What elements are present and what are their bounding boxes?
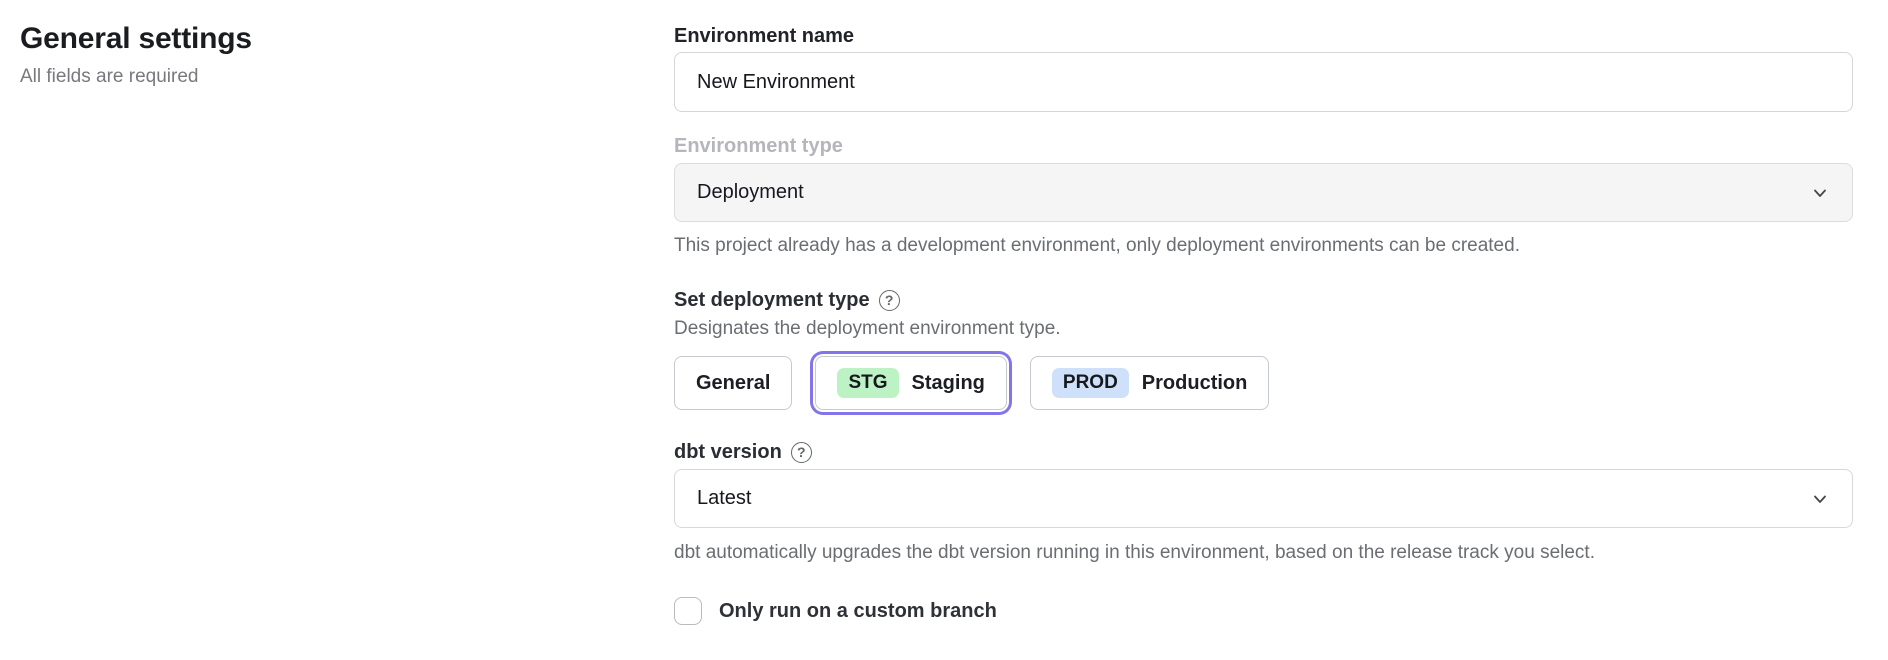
deployment-type-general-button[interactable]: General	[674, 356, 793, 410]
dbt-version-heading: dbt version	[674, 440, 782, 463]
chevron-down-icon	[1814, 189, 1826, 197]
deployment-type-heading: Set deployment type	[674, 288, 870, 311]
dbt-version-heading-row: dbt version ?	[674, 440, 1853, 464]
help-icon[interactable]: ?	[790, 441, 812, 463]
environment-name-input[interactable]	[674, 52, 1853, 112]
chevron-down-icon	[1814, 495, 1826, 503]
custom-branch-checkbox[interactable]	[674, 597, 702, 625]
environment-type-value: Deployment	[697, 181, 804, 203]
environment-type-helper: This project already has a development e…	[674, 235, 1520, 256]
page-title: General settings	[20, 22, 252, 55]
environment-name-label: Environment name	[674, 25, 855, 47]
deployment-type-production-label: Production	[1141, 371, 1248, 394]
deployment-type-general-label: General	[696, 371, 771, 394]
dbt-version-select[interactable]: Latest	[674, 469, 1853, 528]
custom-branch-row: Only run on a custom branch	[674, 597, 1853, 625]
settings-intro: General settings All fields are required	[20, 22, 540, 88]
dbt-version-value: Latest	[697, 487, 752, 509]
deployment-type-staging-label: Staging	[911, 371, 985, 394]
deployment-type-heading-row: Set deployment type ?	[674, 288, 1853, 312]
help-icon[interactable]: ?	[878, 289, 900, 311]
deployment-type-description: Designates the deployment environment ty…	[674, 318, 1061, 339]
deployment-type-options: General STG Staging PROD Production	[674, 356, 1853, 410]
custom-branch-label[interactable]: Only run on a custom branch	[719, 599, 997, 622]
environment-type-label: Environment type	[674, 135, 843, 157]
page-subtitle: All fields are required	[20, 66, 199, 87]
deployment-type-staging-button[interactable]: STG Staging	[815, 356, 1007, 410]
production-badge: PROD	[1051, 368, 1129, 398]
dbt-version-helper: dbt automatically upgrades the dbt versi…	[674, 542, 1595, 563]
settings-form: Environment name Environment type Deploy…	[674, 0, 1853, 625]
deployment-type-production-button[interactable]: PROD Production	[1029, 356, 1270, 410]
staging-badge: STG	[837, 368, 899, 398]
environment-type-select: Deployment	[674, 163, 1853, 222]
